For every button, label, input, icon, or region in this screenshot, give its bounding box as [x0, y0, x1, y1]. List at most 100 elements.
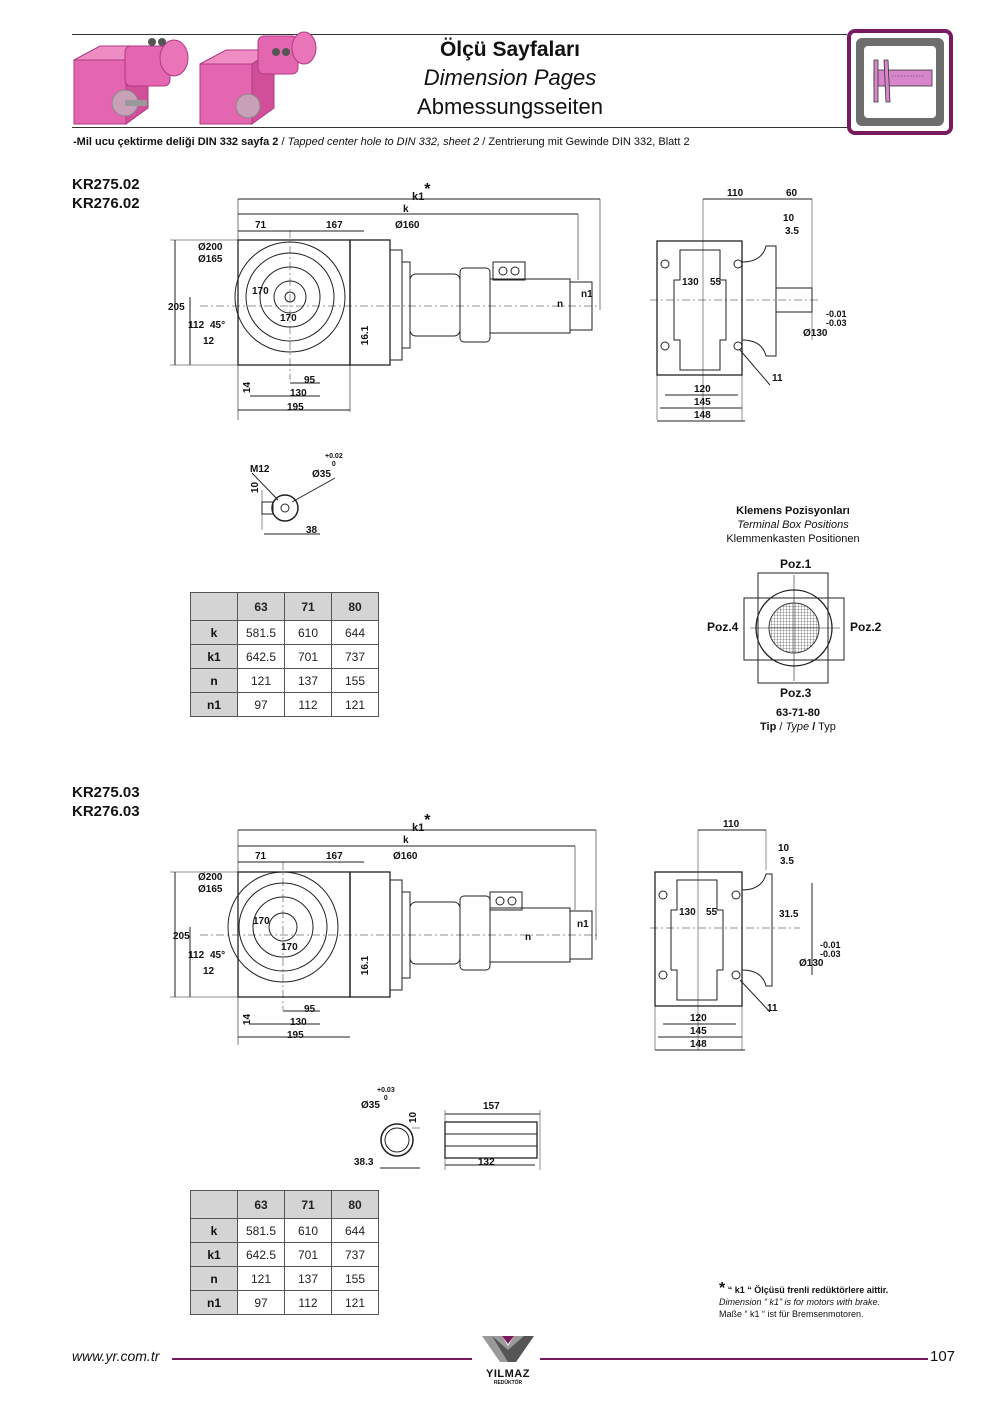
hollow-dim-157: 157 [483, 1101, 500, 1112]
table-row: n 121 137 155 [190, 1266, 379, 1291]
note-english: Tapped center hole to DIN 332, sheet 2 [287, 136, 480, 148]
dim-n: n [557, 299, 564, 310]
side1-dim-dia130: Ø130 [803, 328, 828, 339]
k1-footnote: * “ k1 “ Ölçüsü frenli redüktörlere aitt… [719, 1280, 889, 1320]
header-bottom-rule [72, 127, 847, 128]
table-row: k1 642.5 701 737 [190, 644, 379, 669]
dim-170a: 170 [252, 286, 269, 297]
website-link[interactable]: www.yr.com.tr [72, 1348, 160, 1364]
dim2-112: 112 [188, 950, 205, 961]
table-row: n 121 137 155 [190, 668, 379, 693]
shaft1-dim-38: 38 [306, 525, 318, 536]
dim2-170a: 170 [253, 916, 270, 927]
page-number: 107 [930, 1348, 956, 1365]
hollow-dim-35: Ø35 [361, 1100, 380, 1111]
page-title-block: Ölçü Sayfaları Dimension Pages Abmessung… [380, 36, 640, 122]
dim-170b: 170 [280, 313, 297, 324]
note-german: Zentrierung mit Gewinde DIN 332, Blatt 2 [488, 136, 690, 148]
dim2-165: Ø165 [198, 884, 223, 895]
side1-dim-110: 110 [727, 188, 744, 199]
side1-dim-60: 60 [786, 188, 798, 199]
dim-112: 112 [188, 320, 205, 331]
title-turkish: Ölçü Sayfaları [439, 38, 581, 61]
dim-130: 130 [290, 388, 307, 399]
front-view-drawing-1 [170, 198, 601, 420]
terminal-box-diagram [743, 572, 845, 684]
dim2-n1: n1 [577, 919, 589, 930]
side1-dim-55: 55 [710, 277, 722, 288]
footer-rule-right [540, 1358, 928, 1360]
dim-200: Ø200 [198, 242, 223, 253]
dim2-130: 130 [290, 1017, 307, 1028]
dim-45deg: 45° [210, 320, 226, 331]
dim-71: 71 [255, 220, 267, 231]
shaft-end-detail-1 [251, 472, 336, 535]
terminal-type-label: Tip / Type / Typ [760, 721, 836, 733]
dim2-170b: 170 [281, 942, 298, 953]
terminal-poz1: Poz.1 [780, 557, 812, 571]
side2-dim-130: 130 [679, 907, 696, 918]
caliper-icon [847, 29, 953, 135]
dimension-table-1: 63 71 80 k 581.5 610 644 k1 642.5 701 73… [190, 592, 379, 717]
dim2-71: 71 [255, 851, 267, 862]
shaft1-m12: M12 [250, 464, 270, 475]
dim-k: k [403, 204, 409, 215]
hollow-dim-132: 132 [478, 1157, 495, 1168]
terminal-sizes: 63-71-80 [776, 707, 821, 719]
terminal-poz4: Poz.4 [707, 620, 739, 634]
hollow-dim-10: 10 [408, 1111, 420, 1124]
side2-dim-31-5: 31.5 [779, 909, 799, 920]
side2-dim-120: 120 [690, 1013, 707, 1024]
dim2-k1: k1* [412, 812, 431, 834]
title-english: Dimension Pages [423, 65, 597, 90]
dim2-200: Ø200 [198, 872, 223, 883]
side1-dim-120: 120 [694, 384, 711, 395]
dim-95: 95 [304, 375, 316, 386]
terminal-poz2: Poz.2 [850, 620, 882, 634]
side1-dim-3-5: 3.5 [785, 226, 799, 237]
product-image-left [73, 38, 189, 125]
table-row: k 581.5 610 644 [190, 620, 379, 645]
shaft1-dim-35: Ø35 [312, 469, 331, 480]
table-header-row: 63 71 80 [190, 592, 379, 621]
product-image-right [199, 31, 317, 125]
table-row: n1 97 112 121 [190, 1290, 379, 1315]
dim2-k: k [403, 835, 409, 846]
dim2-12: 12 [203, 966, 215, 977]
dim-160: Ø160 [395, 220, 420, 231]
dim2-205: 205 [173, 931, 190, 942]
side1-dim-148: 148 [694, 410, 711, 421]
front-view-drawing-2 [170, 829, 600, 1045]
model-title-2: KR275.03 KR276.03 [72, 784, 140, 820]
dim-165: Ø165 [198, 254, 223, 265]
dim2-167: 167 [326, 851, 343, 862]
dim2-n: n [525, 932, 532, 943]
dim2-45deg: 45° [210, 950, 226, 961]
dim-n1: n1 [581, 289, 593, 300]
side1-tolerance: -0.01-0.03 [826, 309, 847, 328]
dim2-95: 95 [304, 1004, 316, 1015]
side1-dim-130: 130 [682, 277, 699, 288]
dim-12: 12 [203, 336, 215, 347]
dimension-table-2: 63 71 80 k 581.5 610 644 k1 642.5 701 73… [190, 1190, 379, 1315]
side2-dim-10: 10 [778, 843, 790, 854]
side1-dim-10: 10 [783, 213, 795, 224]
side1-dim-11: 11 [772, 373, 783, 384]
dim-167: 167 [326, 220, 343, 231]
side2-dim-3-5: 3.5 [780, 856, 794, 867]
side2-dim-55: 55 [706, 907, 718, 918]
side-view-drawing-1 [650, 198, 820, 422]
hollow-dim-38-3: 38.3 [354, 1157, 374, 1168]
table-row: k 581.5 610 644 [190, 1218, 379, 1243]
side2-dim-145: 145 [690, 1026, 707, 1037]
terminal-box-title: Klemens Pozisyonları Terminal Box Positi… [726, 505, 860, 545]
side-view-drawing-2 [650, 829, 813, 1051]
side2-dim-110: 110 [723, 819, 740, 830]
dim-205: 205 [168, 302, 185, 313]
hollow-shaft-detail [380, 1110, 541, 1170]
footer-rule-left [172, 1358, 472, 1360]
header-top-rule [72, 34, 847, 35]
table-row: n1 97 112 121 [190, 692, 379, 717]
